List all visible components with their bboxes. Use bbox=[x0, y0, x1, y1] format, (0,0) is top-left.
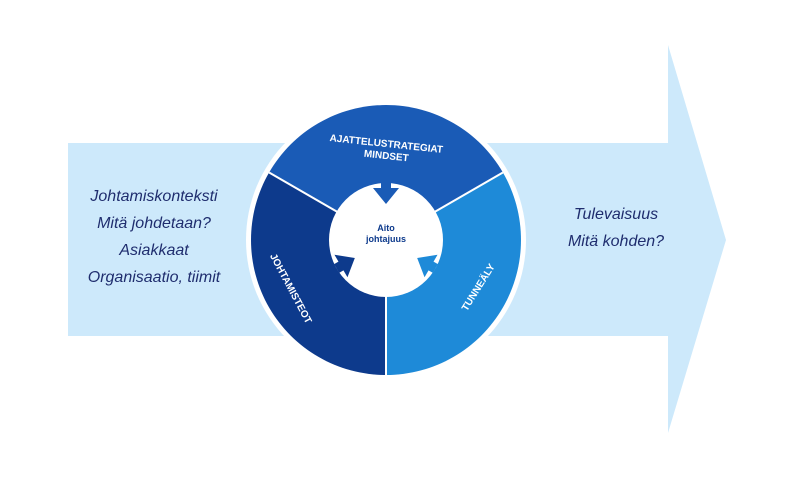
future-line: Mitä kohden? bbox=[567, 233, 665, 250]
center-label-1: Aito bbox=[377, 223, 395, 233]
context-line: Mitä johdetaan? bbox=[97, 215, 211, 232]
future-line: Tulevaisuus bbox=[573, 206, 659, 223]
future-text: Tulevaisuus Mitä kohden? bbox=[536, 201, 696, 255]
leadership-context-text: Johtamiskonteksti Mitä johdetaan? Asiakk… bbox=[68, 183, 240, 291]
segment-mindset bbox=[269, 105, 503, 240]
arrow-down-icon bbox=[373, 183, 399, 204]
context-line: Organisaatio, tiimit bbox=[87, 269, 221, 286]
center-label-2: johtajuus bbox=[365, 234, 406, 244]
arrow-right-in-icon bbox=[417, 254, 438, 278]
context-line: Asiakkaat bbox=[119, 242, 189, 259]
segment-mindset-subtitle: MINDSET bbox=[363, 149, 409, 165]
context-line: Johtamiskonteksti bbox=[90, 188, 218, 205]
center-hub bbox=[329, 183, 443, 297]
arrow-left-in-icon bbox=[334, 254, 355, 278]
